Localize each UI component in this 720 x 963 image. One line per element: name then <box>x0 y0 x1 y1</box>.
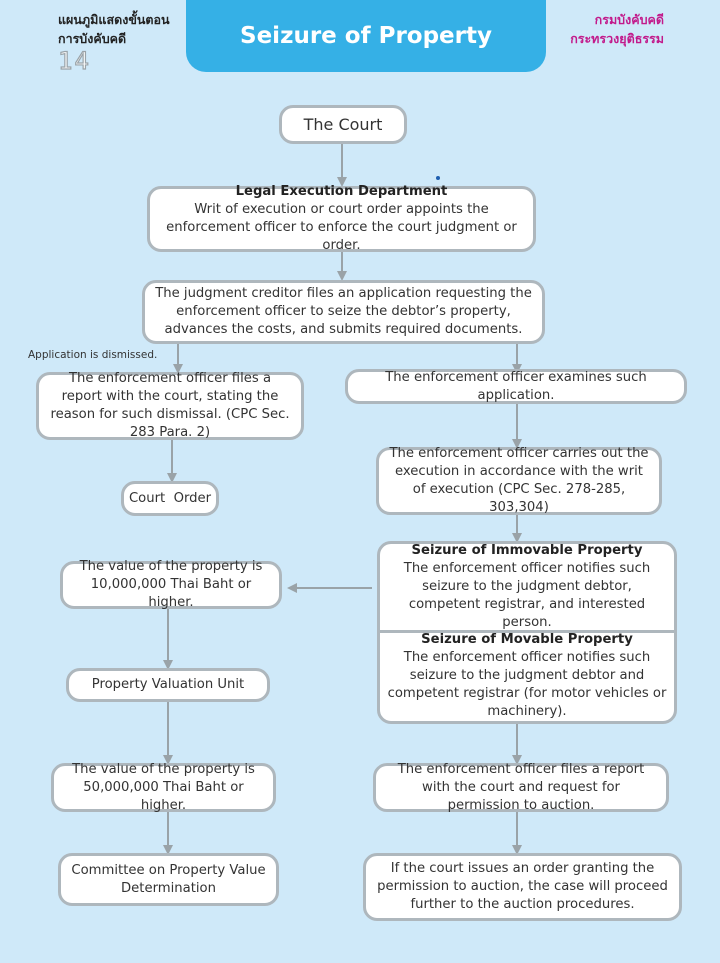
node-movable-body: The enforcement officer notifies such se… <box>387 650 667 719</box>
node-valuation-unit-text: Property Valuation Unit <box>91 677 245 692</box>
node-creditor-text: The judgment creditor files an applicati… <box>155 286 532 337</box>
decorative-dot <box>436 176 440 180</box>
node-led-title: Legal Execution Department <box>235 184 448 199</box>
node-report-auction: The enforcement officer files a report w… <box>373 761 669 813</box>
label-application-dismissed: Application is dismissed. <box>28 349 158 361</box>
node-led-body: Writ of execution or court order appoint… <box>166 202 517 253</box>
agency-name: กรมบังคับคดี กระทรวงยุติธรรม <box>570 10 664 48</box>
node-seizure-types: Seizure of Immovable Property The enforc… <box>377 541 677 724</box>
node-examines-application: The enforcement officer examines such ap… <box>345 369 687 404</box>
node-immovable-title: Seizure of Immovable Property <box>411 543 643 558</box>
header-subtitle-line1: แผนภูมิแสดงขั้นตอน <box>58 12 170 27</box>
node-value-50m: The value of the property is 50,000,000 … <box>51 761 276 813</box>
node-property-valuation-unit: Property Valuation Unit <box>66 668 270 702</box>
node-examines-text: The enforcement officer examines such ap… <box>385 369 647 403</box>
node-value-50m-text: The value of the property is 50,000,000 … <box>72 761 255 813</box>
node-carries-out-execution: The enforcement officer carries out the … <box>376 446 662 515</box>
node-immovable-body: The enforcement officer notifies such se… <box>403 561 651 630</box>
page-title: Seizure of Property <box>240 23 492 49</box>
page-number: 14 <box>57 46 91 75</box>
node-seizure-movable: Seizure of Movable Property The enforcem… <box>380 632 674 719</box>
node-value-10m: The value of the property is 10,000,000 … <box>60 559 282 610</box>
node-report-auction-text: The enforcement officer files a report w… <box>397 761 645 813</box>
node-committee-text: Committee on Property Value Determinatio… <box>71 862 266 896</box>
header-subtitle-thai: แผนภูมิแสดงขั้นตอน การบังคับคดี <box>58 10 170 48</box>
node-seizure-immovable: Seizure of Immovable Property The enforc… <box>380 543 674 633</box>
agency-name-line2: กระทรวงยุติธรรม <box>570 31 664 46</box>
node-report-dismissal: The enforcement officer files a report w… <box>36 371 304 440</box>
node-movable-title: Seizure of Movable Property <box>421 632 633 647</box>
page-title-tab: Seizure of Property <box>186 0 546 72</box>
header-subtitle-line2: การบังคับคดี <box>58 31 127 46</box>
node-auction-text: If the court issues an order granting th… <box>377 861 668 912</box>
node-creditor-application: The judgment creditor files an applicati… <box>142 280 545 344</box>
node-report-dismissal-text: The enforcement officer files a report w… <box>50 371 290 440</box>
node-the-court: The Court <box>279 105 407 144</box>
node-court-order-text: Court Order <box>128 490 212 506</box>
agency-name-line1: กรมบังคับคดี <box>594 12 664 27</box>
node-committee: Committee on Property Value Determinatio… <box>58 853 279 906</box>
node-carries-out-text: The enforcement officer carries out the … <box>389 446 649 515</box>
node-court-order: Court Order <box>121 481 219 516</box>
node-the-court-label: The Court <box>303 114 383 134</box>
node-legal-execution-department: Legal Execution Department Writ of execu… <box>147 184 536 253</box>
node-auction-procedures: If the court issues an order granting th… <box>363 853 682 921</box>
node-value-10m-text: The value of the property is 10,000,000 … <box>79 559 263 610</box>
